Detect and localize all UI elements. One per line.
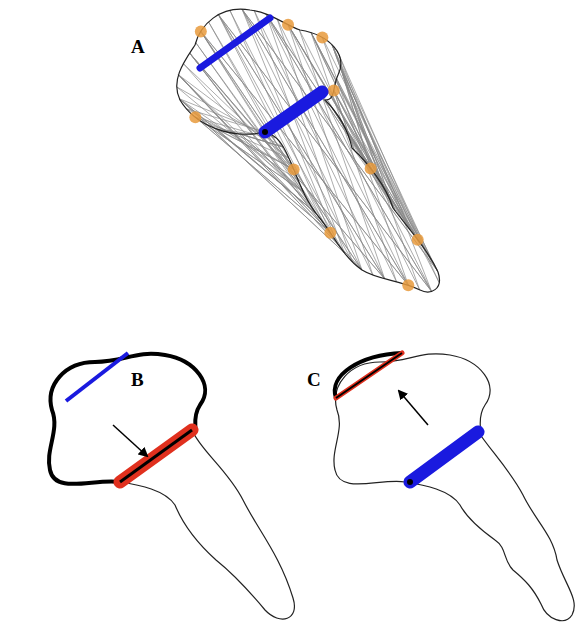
mesh-line [266,14,352,262]
orange-marker [288,163,300,175]
mesh-line [254,11,344,253]
mesh-line [334,90,432,259]
panel-letter: A [131,37,145,56]
mesh-line [183,64,315,213]
mesh-line [190,53,324,223]
mesh-line [241,134,304,192]
mesh-line [190,53,385,279]
mesh-line [341,67,395,211]
mesh-line [179,99,344,253]
blue-cut-line [66,353,128,401]
mesh-line [230,10,362,269]
red-cut-line [120,430,192,482]
mesh-line [337,79,411,230]
blue-cut-line [410,432,478,482]
head-outline [49,354,205,484]
mesh-line [190,53,385,279]
mesh-line [337,79,438,271]
orange-marker [282,19,294,31]
cut-line-core [120,430,192,482]
mesh-line [230,10,330,232]
pivot-dot [407,479,413,485]
mesh-line [345,128,402,221]
panel-letter: B [131,370,144,389]
mesh-line [179,75,362,270]
mesh-line [242,9,408,285]
arrow [399,391,428,425]
orange-marker [328,84,340,96]
bone-outline [120,430,294,619]
orange-marker [316,32,328,44]
blue-cut-line [200,18,270,68]
orange-marker [189,111,201,123]
mesh-line [179,99,344,253]
bone-outline [177,9,440,292]
mesh-line [218,15,384,279]
mesh-line [242,9,408,285]
mesh-line [177,87,304,192]
mesh-line [339,55,432,291]
mesh-line [277,19,362,270]
orange-marker [365,162,377,174]
mesh-line [217,129,294,169]
mesh-line [341,67,395,211]
mesh-line [217,129,294,169]
mesh-line [242,9,337,243]
panel-letter: C [307,370,321,389]
red-cut-line [336,353,402,398]
mesh-line [350,139,395,210]
bone-outline [334,354,574,621]
mesh-line [201,31,408,285]
mesh-line [201,31,408,285]
orange-marker [324,227,336,239]
mesh-line [218,15,384,279]
mesh-line [277,19,408,285]
cap-outline [335,353,402,398]
mesh-line [179,75,362,270]
mesh-line [177,87,284,147]
orange-markers [189,19,423,291]
orange-marker [195,25,207,37]
mesh-line [341,67,371,168]
pivot-dot [262,129,268,135]
mesh-line [299,30,384,279]
mesh-line [332,45,431,260]
blue-cut-line [265,92,322,132]
cut-line-core [336,353,402,398]
bone-outline-group [334,354,574,621]
mesh-line [341,67,371,168]
orange-marker [412,234,424,246]
orange-marker [402,279,414,291]
mesh-line [217,129,316,213]
mesh-line [179,75,289,158]
mesh-lines [177,9,440,291]
arrow [113,425,147,456]
